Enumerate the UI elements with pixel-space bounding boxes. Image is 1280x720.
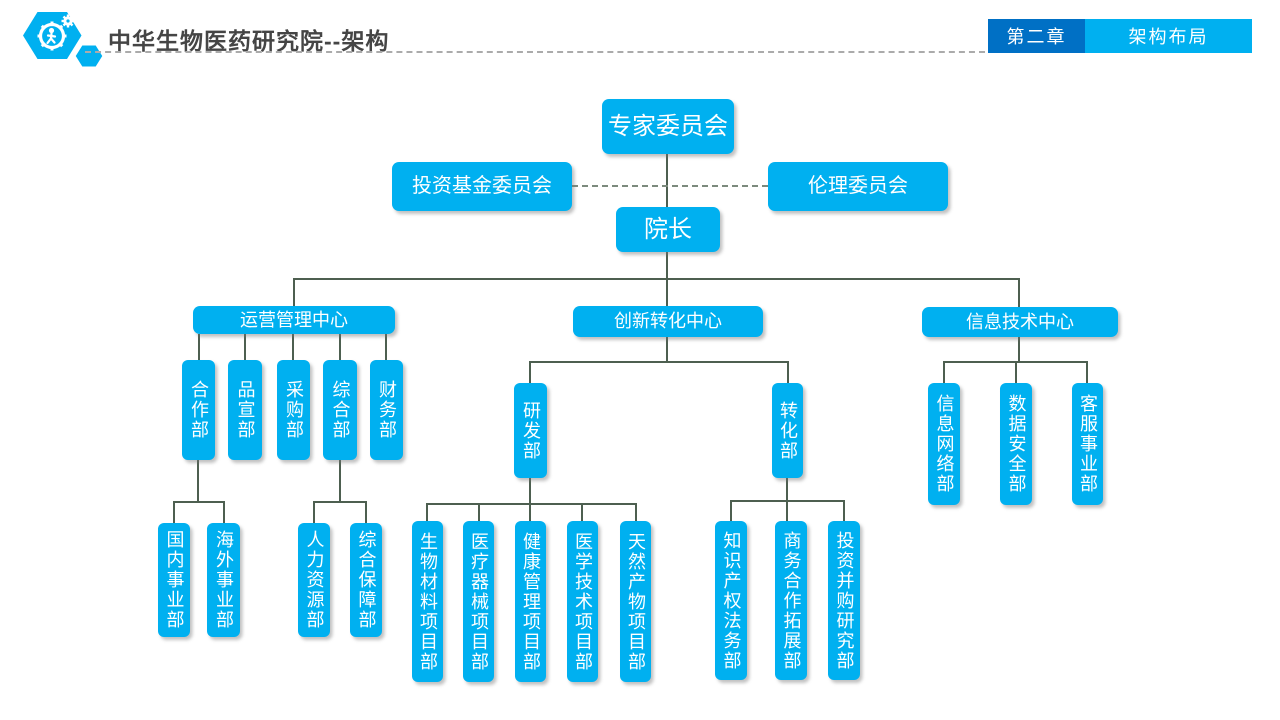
org-node-finance: 财务部 [370,360,403,460]
org-connector [843,500,845,521]
org-connector [786,478,788,502]
org-connector [1018,278,1020,307]
org-node-innov: 创新转化中心 [573,306,763,337]
org-node-purchase: 采购部 [277,360,310,460]
org-node-ethics: 伦理委员会 [768,162,948,211]
org-connector [293,278,1020,280]
org-connector [365,501,367,523]
org-connector [635,503,637,521]
logo-gear-icon [37,21,67,51]
title-underline [85,51,985,53]
logo-hexagon-gear-icon [23,12,106,70]
org-connector [292,334,294,360]
org-connector [385,334,387,360]
org-connector [666,154,668,207]
org-node-support: 综合保障部 [350,523,382,637]
org-node-it: 信息技术中心 [922,307,1118,337]
org-node-expert: 专家委员会 [602,99,734,154]
org-node-iplegal: 知识产权法务部 [715,521,747,680]
org-connector [244,334,246,360]
org-node-biomat: 生物材料项目部 [412,521,443,682]
org-node-rd: 研发部 [514,383,547,478]
org-node-meddev: 医疗器械项目部 [463,521,494,682]
org-connector [198,334,200,360]
org-node-invres: 投资并购研究部 [828,521,860,680]
org-connector [1086,361,1088,383]
org-connector [529,361,531,383]
org-node-domestic: 国内事业部 [158,523,190,637]
org-node-health: 健康管理项目部 [515,521,546,682]
org-connector [1018,337,1020,361]
org-connector [339,334,341,360]
org-connector [666,337,668,361]
chapter-badge: 第二章 [988,19,1085,53]
org-connector [223,501,225,523]
org-node-ops: 运营管理中心 [193,306,395,334]
org-node-overseas: 海外事业部 [207,523,240,637]
org-node-transform: 转化部 [772,383,803,478]
org-node-brand: 品宣部 [228,360,262,460]
org-connector [529,361,789,363]
org-connector [529,503,531,521]
org-connector-dashed [572,185,768,187]
logo-person-icon [46,27,57,45]
org-connector [666,252,668,278]
org-node-infonet: 信息网络部 [928,383,960,505]
org-connector [173,501,175,523]
org-connector [666,278,668,306]
logo-hexagon-small [72,42,106,70]
org-connector [943,361,945,383]
org-node-coop: 合作部 [182,360,215,460]
org-connector [529,478,531,505]
org-connector [426,503,428,521]
org-node-dean: 院长 [616,207,720,252]
org-node-general: 综合部 [323,360,357,460]
org-connector [426,503,637,505]
page-title: 中华生物医药研究院--架构 [108,28,390,54]
org-node-medtech: 医学技术项目部 [567,521,598,682]
section-badge: 架构布局 [1085,19,1252,53]
org-connector [786,500,788,521]
logo-small-gear-icon [61,14,75,28]
org-connector [581,503,583,521]
org-connector [173,501,225,503]
org-connector [1015,361,1017,383]
org-connector [339,460,341,503]
org-connector [293,278,295,306]
org-connector [313,501,315,523]
org-node-hr: 人力资源部 [298,523,330,637]
org-node-bizdev: 商务合作拓展部 [775,521,807,680]
org-connector [787,361,789,383]
org-connector [197,460,199,503]
org-node-custsvc: 客服事业部 [1072,383,1103,505]
org-connector [478,503,480,521]
org-node-invest: 投资基金委员会 [392,162,572,211]
org-connector [313,501,367,503]
org-node-natural: 天然产物项目部 [620,521,651,682]
org-node-datasec: 数据安全部 [1000,383,1032,505]
org-connector [730,500,732,521]
